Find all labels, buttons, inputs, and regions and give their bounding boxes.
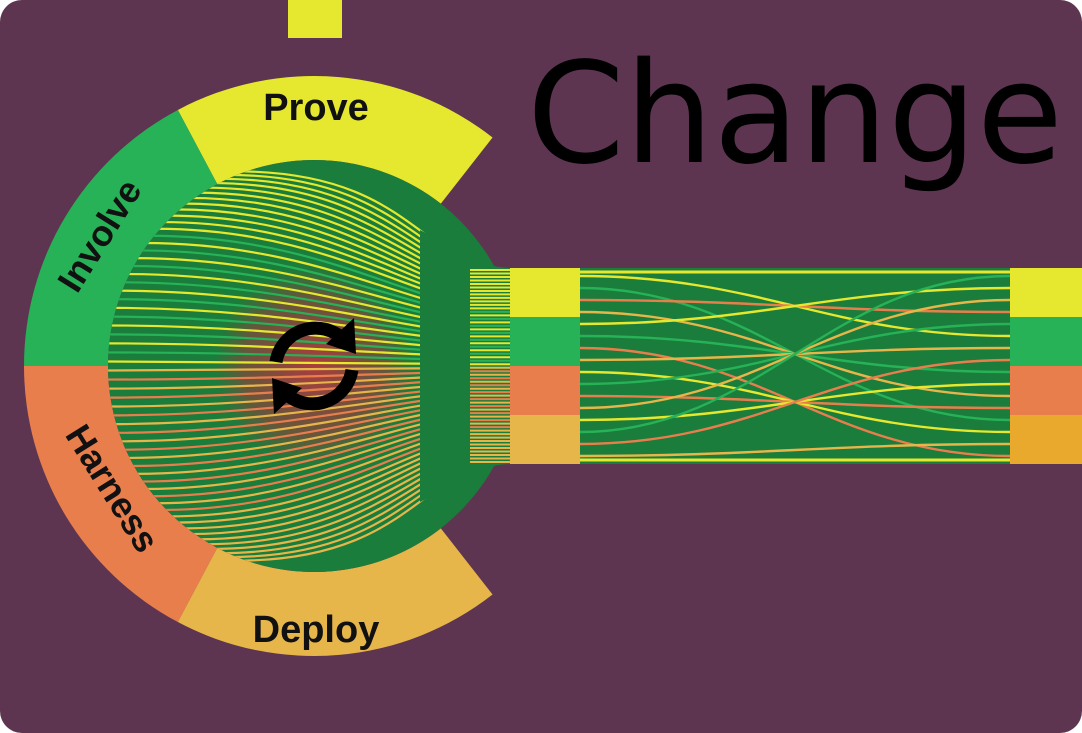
right-block-3 [1010,366,1082,415]
left-block-4 [510,415,580,464]
left-block-1 [510,268,580,317]
refresh-icon [269,318,359,414]
band-line [579,286,1011,326]
throat-lines [420,230,512,502]
right-block-4 [1010,415,1082,464]
right-block-1 [1010,268,1082,317]
right-block-2 [1010,317,1082,366]
connector-band [510,268,1082,464]
cycle-ring [24,75,493,656]
hub-glow [214,266,414,466]
ring-segment-involve [24,109,218,367]
segment-label-deploy: Deploy [253,609,380,651]
band-line [579,358,1011,446]
left-color-blocks [510,268,580,464]
band-line [579,274,1011,434]
top-connector-tab [288,0,342,38]
left-block-2 [510,317,580,366]
left-block-3 [510,366,580,415]
segment-label-prove: Prove [263,87,369,129]
band-lines [579,270,1011,462]
band-line [579,442,1011,458]
ring-segment-prove [177,75,493,204]
page-title: Change [527,33,1063,196]
right-color-blocks [1010,268,1082,464]
ring-segment-deploy [177,528,493,656]
ring-segment-harness [24,366,218,623]
